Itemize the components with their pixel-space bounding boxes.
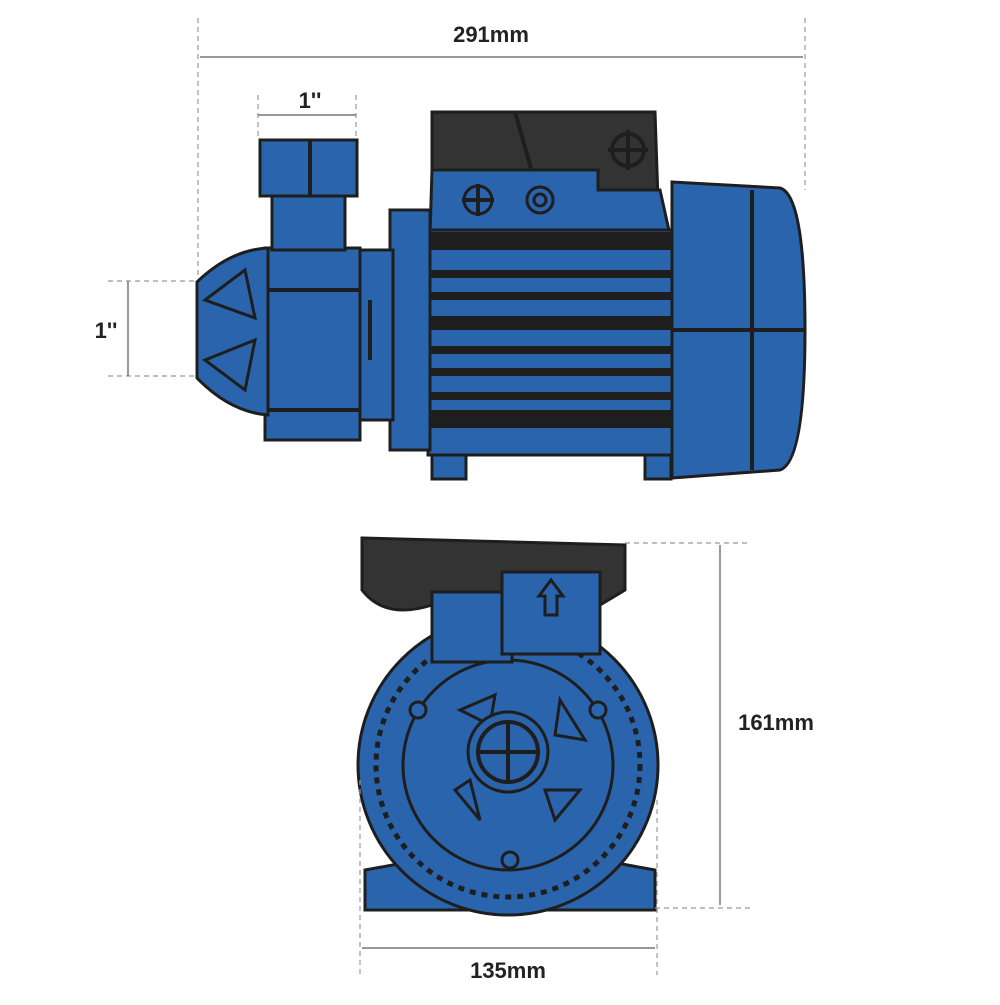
- height-dimension: 161mm: [625, 542, 814, 909]
- outlet-dimension: 1'': [257, 88, 357, 140]
- outlet-housing: [430, 590, 514, 664]
- flange: [388, 208, 432, 452]
- arrow-up-icon: [536, 577, 566, 617]
- outlet-label: 1'': [299, 88, 322, 113]
- outlet-flange-front: [500, 570, 602, 656]
- length-label: 291mm: [453, 22, 529, 47]
- outlet-neck: [270, 193, 347, 252]
- height-label: 161mm: [738, 710, 814, 735]
- inlet-label: 1'': [95, 318, 118, 343]
- inlet-port: [195, 246, 270, 417]
- length-dimension: 291mm: [197, 18, 806, 280]
- inlet-dimension: 1'': [95, 280, 195, 377]
- foot-right: [643, 453, 673, 481]
- width-label: 135mm: [470, 958, 546, 983]
- width-dimension: 135mm: [359, 780, 658, 983]
- pump-front-view: [356, 536, 660, 917]
- foot-left: [430, 453, 468, 481]
- pump-side-view: [195, 110, 807, 481]
